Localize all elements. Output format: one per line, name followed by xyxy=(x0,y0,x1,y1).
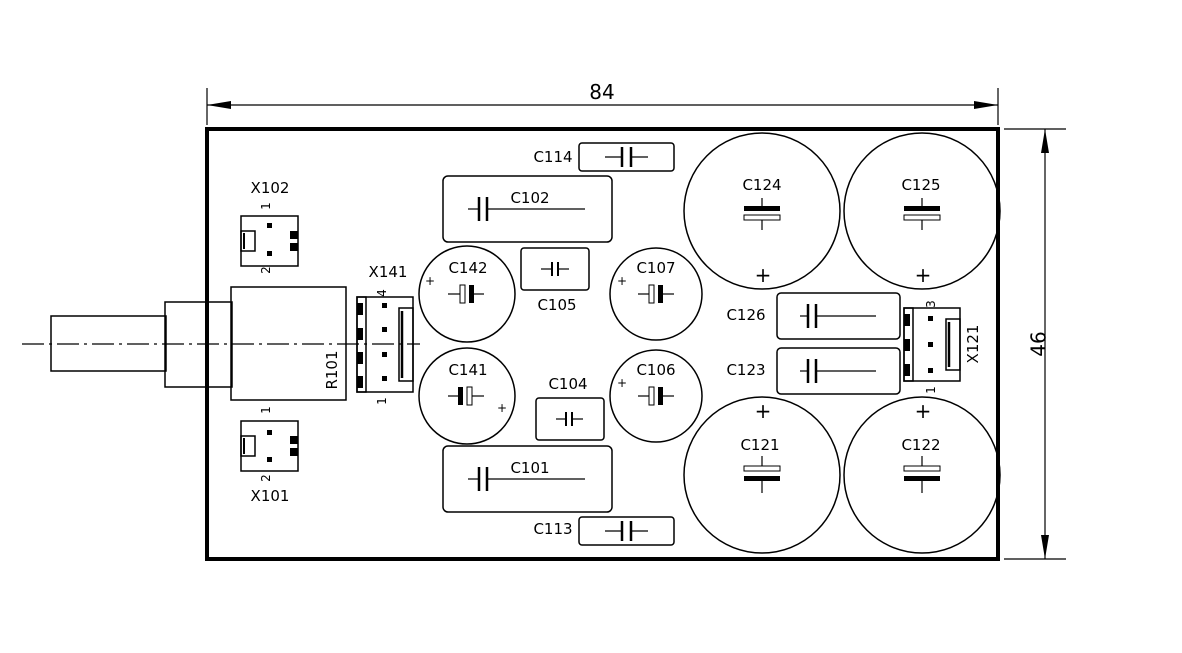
label-c105: C105 xyxy=(537,296,576,314)
label-c101: C101 xyxy=(510,459,549,477)
label-c141: C141 xyxy=(448,361,487,379)
capacitor-c126: C126 xyxy=(726,292,901,340)
connector-x121: 3 1 X121 xyxy=(903,300,982,394)
capacitor-c141: C141 + xyxy=(418,347,516,445)
capacitor-c124: C124 + xyxy=(683,132,841,290)
x101-pin-2: 2 xyxy=(259,474,273,482)
label-x102: X102 xyxy=(251,179,290,197)
capacitor-c125: C125 + xyxy=(843,132,1001,290)
label-c124: C124 xyxy=(742,176,781,194)
capacitor-c142: C142 + xyxy=(418,245,516,343)
label-c104: C104 xyxy=(548,375,587,393)
capacitor-c104: C104 xyxy=(535,375,605,441)
capacitor-c121: + C121 xyxy=(683,396,841,554)
label-c125: C125 xyxy=(901,176,940,194)
connector-x101: 1 2 X101 xyxy=(240,406,299,505)
c124-polarity: + xyxy=(755,263,772,287)
capacitor-c122: + C122 xyxy=(843,396,1001,554)
x141-pin-4: 4 xyxy=(375,289,389,297)
height-dimension-value: 46 xyxy=(1027,331,1051,356)
connector-x102: X102 1 2 xyxy=(240,179,299,274)
label-c102: C102 xyxy=(510,189,549,207)
label-c126: C126 xyxy=(726,306,765,324)
label-c122: C122 xyxy=(901,436,940,454)
label-c142: C142 xyxy=(448,259,487,277)
label-c114: C114 xyxy=(533,148,572,166)
c121-polarity: + xyxy=(755,399,772,423)
c122-polarity: + xyxy=(915,399,932,423)
capacitor-c102: C102 xyxy=(442,175,613,243)
width-dimension: 84 xyxy=(206,80,999,125)
label-c121: C121 xyxy=(740,436,779,454)
x121-pin-1: 1 xyxy=(924,386,938,394)
capacitor-c113: C113 xyxy=(533,516,675,546)
x102-pin-1: 1 xyxy=(259,202,273,210)
label-c123: C123 xyxy=(726,361,765,379)
x141-pin-1: 1 xyxy=(375,397,389,405)
board-outline xyxy=(205,127,1000,561)
label-c107: C107 xyxy=(636,259,675,277)
c141-polarity: + xyxy=(497,401,507,415)
capacitor-c105: C105 xyxy=(520,247,590,314)
capacitor-c106: C106 + xyxy=(609,349,703,443)
c106-polarity: + xyxy=(617,376,627,390)
x102-pin-2: 2 xyxy=(259,266,273,274)
label-c106: C106 xyxy=(636,361,675,379)
capacitor-c123: C123 xyxy=(726,347,901,395)
c125-polarity: + xyxy=(915,263,932,287)
x121-pin-3: 3 xyxy=(924,300,938,308)
label-c113: C113 xyxy=(533,520,572,538)
capacitor-c107: C107 + xyxy=(609,247,703,341)
c107-polarity: + xyxy=(617,274,627,288)
capacitor-c101: C101 xyxy=(442,445,613,513)
capacitor-c114: C114 xyxy=(533,142,675,172)
x101-pin-1: 1 xyxy=(259,406,273,414)
label-x141: X141 xyxy=(369,263,408,281)
label-r101: R101 xyxy=(323,350,341,389)
c142-polarity: + xyxy=(425,274,435,288)
connector-x141: X141 4 1 xyxy=(356,263,414,405)
height-dimension: 46 xyxy=(1004,128,1066,560)
width-dimension-value: 84 xyxy=(589,80,614,104)
label-x101: X101 xyxy=(251,487,290,505)
label-x121: X121 xyxy=(964,325,982,364)
